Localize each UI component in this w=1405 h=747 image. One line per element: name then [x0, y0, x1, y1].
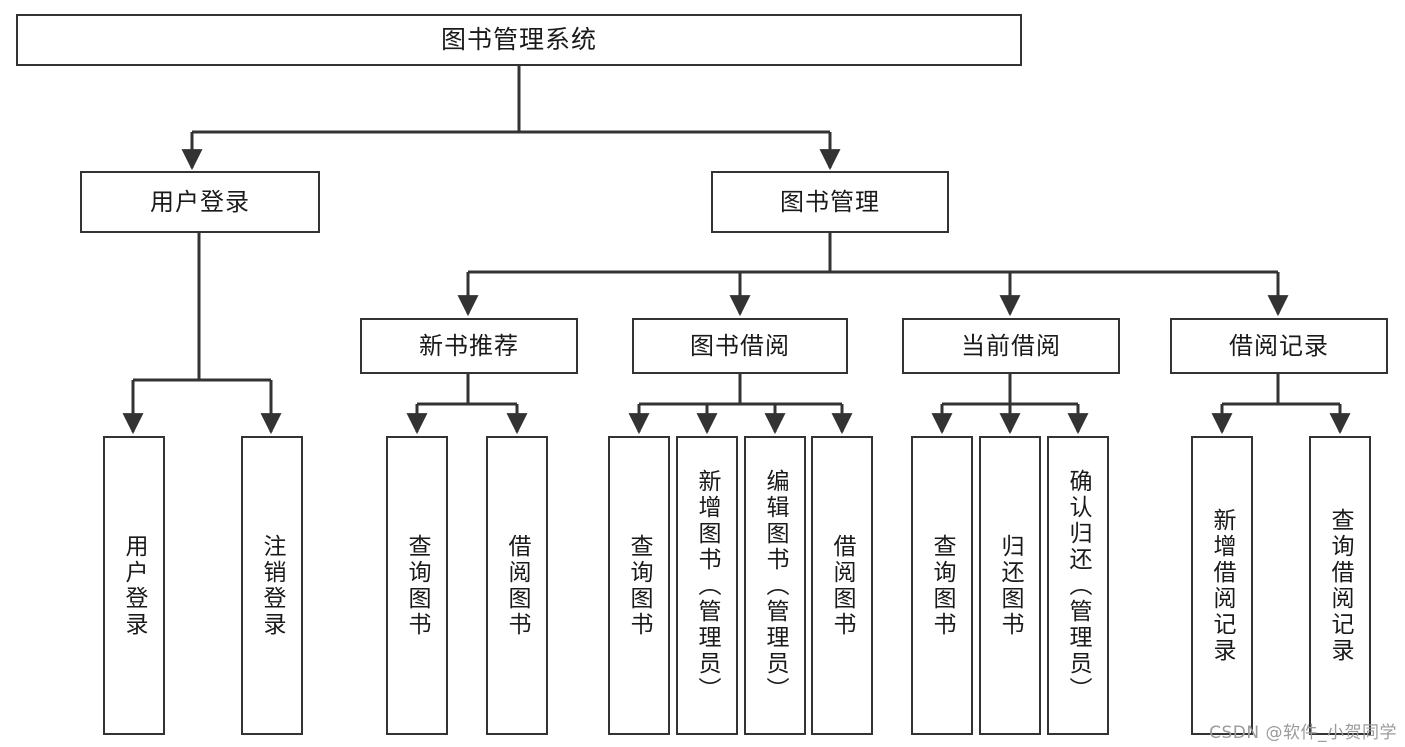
node-leaf-borrow-query-book[interactable]: 查询图书 [608, 436, 670, 735]
node-leaf-record-add-label: 新增借阅记录 [1209, 507, 1236, 664]
node-current-borrow[interactable]: 当前借阅 [902, 318, 1120, 374]
node-new-book-recommend-label: 新书推荐 [419, 331, 519, 360]
node-book-borrow-label: 图书借阅 [690, 331, 790, 360]
node-leaf-current-return-book[interactable]: 归还图书 [979, 436, 1041, 735]
node-leaf-user-login[interactable]: 用户登录 [103, 436, 165, 735]
node-leaf-user-logout-label: 注销登录 [259, 533, 286, 638]
node-leaf-user-login-label: 用户登录 [121, 533, 148, 638]
node-leaf-record-search-label: 查询借阅记录 [1327, 507, 1354, 664]
node-leaf-recommend-borrow-book-label: 借阅图书 [504, 533, 531, 638]
node-book-manage[interactable]: 图书管理 [711, 171, 949, 233]
node-leaf-recommend-query-book-label: 查询图书 [404, 533, 431, 638]
node-leaf-borrow-do-borrow-label: 借阅图书 [829, 533, 856, 638]
node-new-book-recommend[interactable]: 新书推荐 [360, 318, 578, 374]
node-leaf-record-search[interactable]: 查询借阅记录 [1309, 436, 1371, 735]
node-root-system-label: 图书管理系统 [440, 25, 597, 55]
node-user-login[interactable]: 用户登录 [80, 171, 320, 233]
csdn-watermark: CSDN @软件_小贺同学 [1209, 723, 1397, 743]
node-leaf-current-query-book-label: 查询图书 [929, 533, 956, 638]
node-leaf-recommend-borrow-book[interactable]: 借阅图书 [486, 436, 548, 735]
node-user-login-label: 用户登录 [150, 187, 250, 216]
node-leaf-borrow-query-book-label: 查询图书 [626, 533, 653, 638]
node-root-system[interactable]: 图书管理系统 [16, 14, 1022, 66]
node-leaf-borrow-add-book-label: 新增图书（管理员） [694, 468, 721, 703]
node-leaf-borrow-edit-book[interactable]: 编辑图书（管理员） [744, 436, 806, 735]
node-leaf-recommend-query-book[interactable]: 查询图书 [386, 436, 448, 735]
node-leaf-borrow-add-book[interactable]: 新增图书（管理员） [676, 436, 738, 735]
node-leaf-borrow-edit-book-label: 编辑图书（管理员） [762, 468, 789, 703]
node-leaf-current-return-book-label: 归还图书 [997, 533, 1024, 638]
node-leaf-record-add[interactable]: 新增借阅记录 [1191, 436, 1253, 735]
node-current-borrow-label: 当前借阅 [961, 331, 1061, 360]
node-book-borrow[interactable]: 图书借阅 [632, 318, 848, 374]
node-leaf-current-confirm-return[interactable]: 确认归还（管理员） [1047, 436, 1109, 735]
node-book-manage-label: 图书管理 [780, 187, 880, 216]
node-borrow-record-label: 借阅记录 [1229, 331, 1329, 360]
node-leaf-borrow-do-borrow[interactable]: 借阅图书 [811, 436, 873, 735]
node-leaf-user-logout[interactable]: 注销登录 [241, 436, 303, 735]
node-leaf-current-confirm-return-label: 确认归还（管理员） [1065, 468, 1092, 703]
node-leaf-current-query-book[interactable]: 查询图书 [911, 436, 973, 735]
node-borrow-record[interactable]: 借阅记录 [1170, 318, 1388, 374]
